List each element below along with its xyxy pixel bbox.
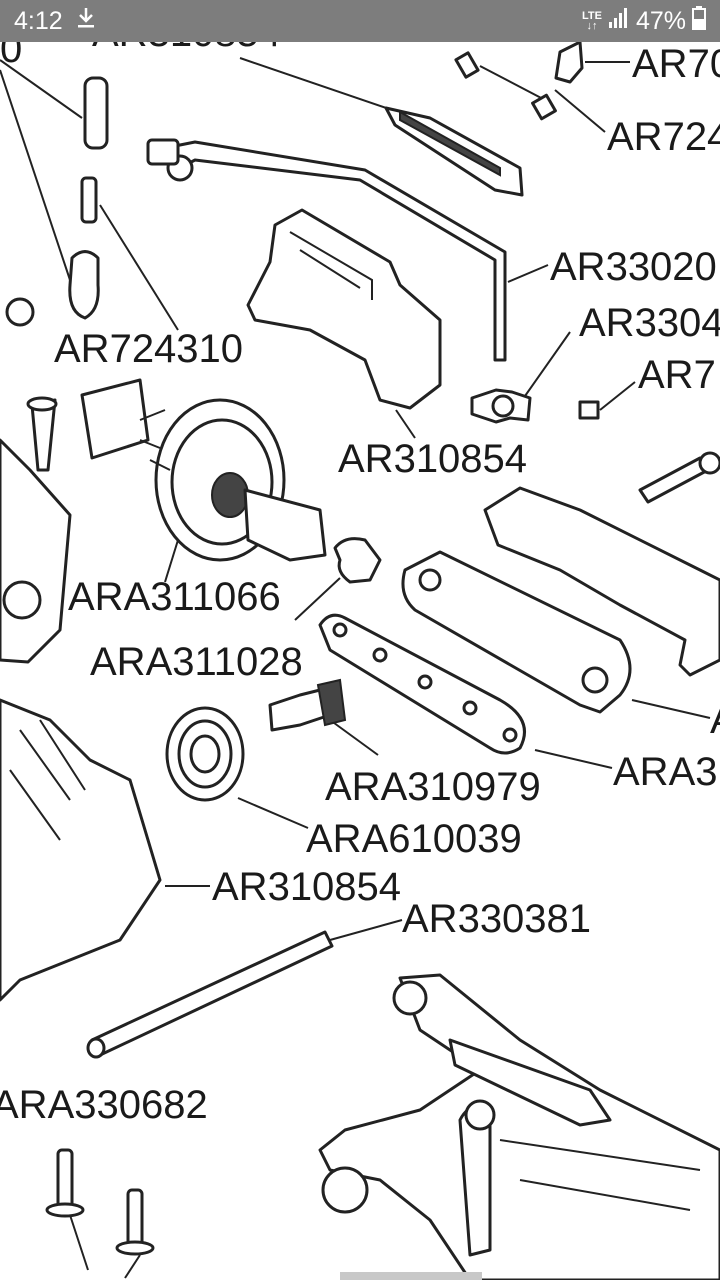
battery-percent: 47% xyxy=(635,6,686,35)
lower-suspension-arm xyxy=(318,973,720,1280)
exploded-parts-diagram: 0 AR310854 AR70 AR724 AR33020 AR3304 AR7… xyxy=(0,42,720,1280)
svg-text:ARA311028: ARA311028 xyxy=(90,640,303,684)
svg-text:AR724: AR724 xyxy=(607,115,720,159)
diagram-viewer[interactable]: 0 AR310854 AR70 AR724 AR33020 AR3304 AR7… xyxy=(0,42,720,1280)
center-parts xyxy=(86,486,720,1059)
svg-text:AR330381: AR330381 xyxy=(402,897,591,941)
download-icon xyxy=(77,7,95,36)
svg-text:ARA3: ARA3 xyxy=(613,750,718,794)
svg-text:AR310854: AR310854 xyxy=(338,437,527,481)
upper-parts xyxy=(5,42,720,504)
left-gearbox xyxy=(0,438,162,1002)
svg-text:ARA310979: ARA310979 xyxy=(325,765,541,809)
scroll-indicator xyxy=(340,1272,482,1280)
svg-text:AR310854: AR310854 xyxy=(92,42,281,55)
status-bar: 4:12 LTE↓↑ 47% xyxy=(0,0,720,42)
svg-text:AR310854: AR310854 xyxy=(212,865,401,909)
svg-text:AR3304: AR3304 xyxy=(579,301,720,345)
screws-bottom xyxy=(45,1148,155,1256)
svg-text:AR33020: AR33020 xyxy=(550,245,717,289)
svg-text:ARA311066: ARA311066 xyxy=(68,575,281,619)
part-labels: 0 AR310854 AR70 AR724 AR33020 AR3304 AR7… xyxy=(0,42,720,1127)
leader-lines xyxy=(0,57,711,1279)
battery-icon xyxy=(692,5,706,37)
network-type-label: LTE↓↑ xyxy=(581,10,602,32)
svg-text:A: A xyxy=(710,698,720,742)
signal-icon xyxy=(608,7,630,36)
status-time: 4:12 xyxy=(14,6,63,35)
svg-text:AR70: AR70 xyxy=(632,42,720,86)
svg-text:ARA330682: ARA330682 xyxy=(0,1083,208,1127)
svg-text:0: 0 xyxy=(0,42,22,71)
svg-text:AR7: AR7 xyxy=(638,353,716,397)
differential-assembly xyxy=(80,378,327,562)
svg-text:AR724310: AR724310 xyxy=(54,327,243,371)
svg-text:ARA610039: ARA610039 xyxy=(306,817,522,861)
